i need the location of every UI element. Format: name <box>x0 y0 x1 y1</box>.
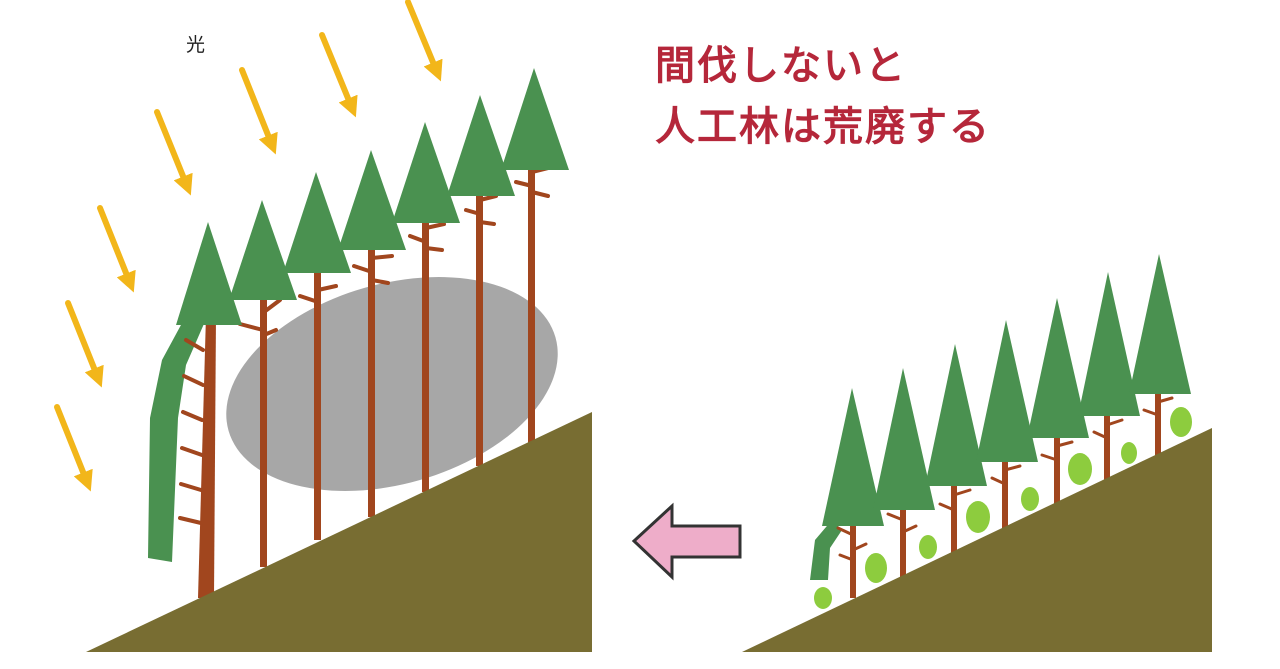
tree-canopy <box>447 95 515 196</box>
tree-canopy <box>822 388 884 526</box>
hillside-ground <box>86 412 592 652</box>
tree-canopy <box>229 200 297 300</box>
title-line-2: 人工林は荒廃する <box>655 104 991 150</box>
tree-canopy <box>1027 298 1089 438</box>
branch-stubs <box>836 396 1174 562</box>
left-panel-unthinned-forest <box>54 0 592 652</box>
tree-canopy <box>501 68 569 170</box>
tree-canopy <box>283 172 351 273</box>
forest-shadow <box>226 277 558 491</box>
tree-canopy <box>392 122 460 223</box>
tree-canopy <box>873 368 935 510</box>
tree-canopy <box>1078 272 1140 416</box>
undergrowth-bushes <box>814 407 1192 609</box>
tree-canopy <box>338 150 406 250</box>
tree-canopies <box>822 254 1191 526</box>
tree-canopy <box>976 320 1038 462</box>
right-panel-healthy-forest <box>742 254 1212 652</box>
tree-canopies <box>176 68 569 325</box>
light-label: 光 <box>186 34 206 56</box>
dead-branch-stubs <box>178 166 550 525</box>
diagram-title: 間伐しないと 人工林は荒廃する <box>655 36 991 158</box>
hillside-ground <box>742 428 1212 652</box>
tree-canopy <box>176 222 242 325</box>
edge-tree-green-branch <box>810 520 842 580</box>
tree-canopy <box>925 344 987 486</box>
left-arrow-icon <box>631 502 742 581</box>
tree-trunks <box>198 165 535 598</box>
sunlight-arrow-icon <box>54 0 443 492</box>
edge-tree-green-branch <box>148 290 210 562</box>
title-line-1: 間伐しないと <box>655 43 907 89</box>
tree-canopy <box>1129 254 1191 394</box>
